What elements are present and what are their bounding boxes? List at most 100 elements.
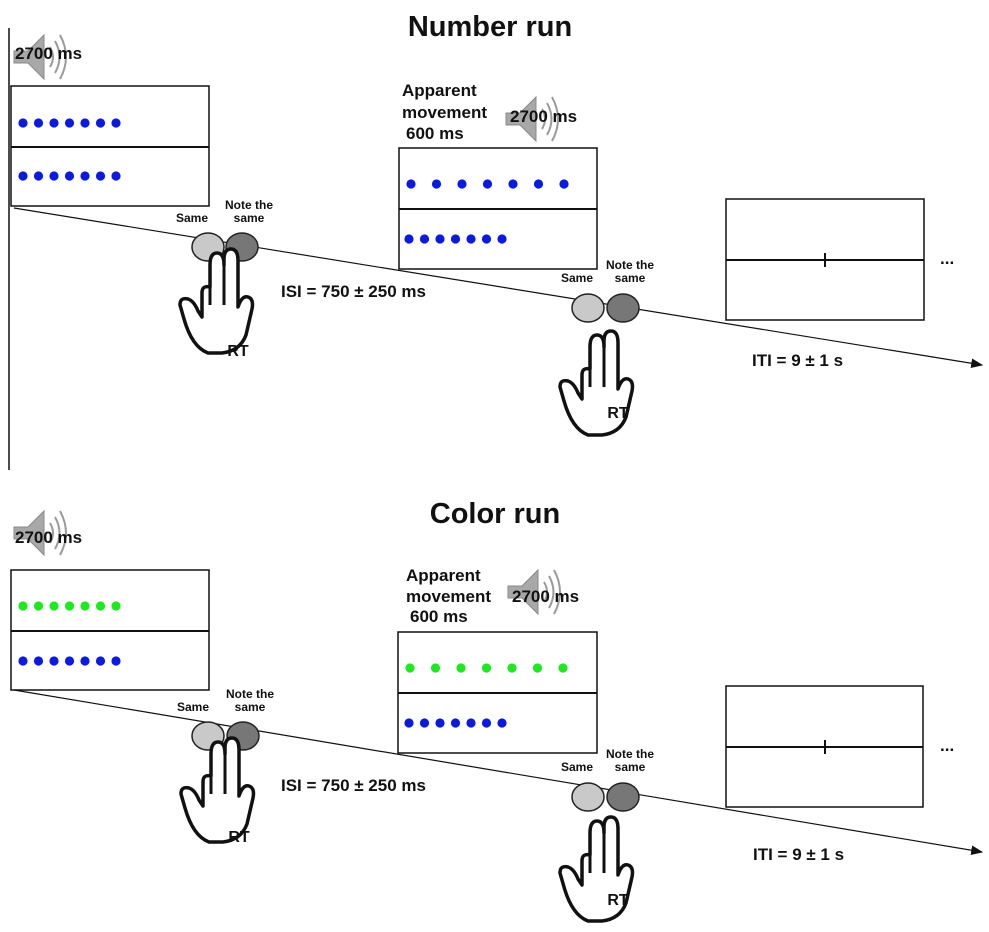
not-same-label-line1: Note the xyxy=(225,198,273,212)
stimulus-dot xyxy=(80,118,90,128)
apparent-movement-line1: Apparent xyxy=(402,81,477,100)
stimulus-dot xyxy=(481,663,492,673)
color-run: Color run 2700 ms Same Note the same RT … xyxy=(10,498,984,923)
dot-row xyxy=(404,718,507,728)
stimulus-dot xyxy=(431,179,442,189)
ellipsis: ... xyxy=(940,249,954,268)
apparent-movement-line1: Apparent xyxy=(406,566,481,585)
run-title: Number run xyxy=(408,11,572,43)
not-same-label-line1: Note the xyxy=(606,747,654,761)
sound-duration-1: 2700 ms xyxy=(15,528,82,547)
stimulus-dot xyxy=(405,663,415,673)
stimulus-dot xyxy=(466,234,476,244)
stimulus-dot xyxy=(18,601,28,611)
stimulus-dot xyxy=(435,234,445,244)
same-label: Same xyxy=(177,700,209,714)
stimulus-dot xyxy=(18,171,28,181)
stimulus-dot xyxy=(80,656,90,666)
stimulus-dot xyxy=(64,601,75,611)
not-same-label-line2: same xyxy=(234,211,265,225)
dot-row xyxy=(18,118,121,128)
ellipsis: ... xyxy=(940,736,954,755)
stimulus-box-2 xyxy=(398,147,598,270)
stimulus-dot xyxy=(497,234,507,244)
dot-row xyxy=(18,171,121,181)
stimulus-dot xyxy=(507,663,517,673)
not-same-label-line1: Note the xyxy=(606,258,654,272)
response-button-icon xyxy=(571,293,605,323)
stimulus-dot xyxy=(95,171,106,181)
stimulus-dot xyxy=(508,179,518,189)
stimulus-dot xyxy=(481,718,492,728)
stimulus-dot xyxy=(111,656,121,666)
not-same-label-line1: Note the xyxy=(226,687,274,701)
apparent-movement-line3: 600 ms xyxy=(410,607,468,626)
stimulus-dot xyxy=(481,234,492,244)
stimulus-dot xyxy=(111,601,121,611)
dot-row xyxy=(404,234,507,244)
stimulus-dot xyxy=(64,171,75,181)
rt-label: RT xyxy=(228,829,250,846)
not-same-label-line2: same xyxy=(235,700,266,714)
run-title: Color run xyxy=(430,498,561,530)
stimulus-dot xyxy=(80,171,90,181)
stimulus-dot xyxy=(406,179,416,189)
not-same-label-line2: same xyxy=(615,271,646,285)
dot-row xyxy=(18,656,121,666)
stimulus-dot xyxy=(466,718,476,728)
same-label: Same xyxy=(561,760,593,774)
iti-label: ITI = 9 ± 1 s xyxy=(752,351,843,370)
iti-label: ITI = 9 ± 1 s xyxy=(753,845,844,864)
stimulus-dot xyxy=(80,601,90,611)
apparent-movement-line3: 600 ms xyxy=(406,124,464,143)
apparent-movement-line2: movement xyxy=(402,103,487,122)
same-label: Same xyxy=(176,211,208,225)
dot-row xyxy=(405,663,568,673)
stimulus-dot xyxy=(419,718,430,728)
stimulus-dot xyxy=(49,656,59,666)
rt-label: RT xyxy=(227,343,249,360)
hand-icon xyxy=(179,736,256,844)
stimulus-dot xyxy=(111,171,121,181)
timeline-arrow xyxy=(13,689,984,855)
response-button-icon xyxy=(571,782,605,812)
stimulus-dot xyxy=(532,663,543,673)
stimulus-dot xyxy=(457,179,467,189)
stimulus-dot xyxy=(450,718,461,728)
sound-duration-2: 2700 ms xyxy=(510,107,577,126)
isi-label: ISI = 750 ± 250 ms xyxy=(281,776,426,795)
stimulus-dot xyxy=(111,118,121,128)
stimulus-box-1 xyxy=(10,85,210,207)
stimulus-dot xyxy=(404,234,414,244)
stimulus-dot xyxy=(49,171,59,181)
sound-duration-1: 2700 ms xyxy=(15,44,82,63)
apparent-movement-line2: movement xyxy=(406,587,491,606)
same-label: Same xyxy=(561,271,593,285)
rt-label: RT xyxy=(607,405,629,422)
stimulus-dot xyxy=(482,179,493,189)
stimulus-dot xyxy=(95,601,106,611)
stimulus-dot xyxy=(64,656,75,666)
stimulus-dot xyxy=(558,663,568,673)
not-same-label-line2: same xyxy=(615,760,646,774)
stimulus-box-2 xyxy=(397,631,598,754)
timeline-arrow xyxy=(13,207,984,369)
stimulus-dot xyxy=(497,718,507,728)
stimulus-dot xyxy=(95,656,106,666)
stimulus-dot xyxy=(95,118,106,128)
isi-label: ISI = 750 ± 250 ms xyxy=(281,282,426,301)
sound-duration-2: 2700 ms xyxy=(512,587,579,606)
stimulus-dot xyxy=(404,718,414,728)
hand-icon xyxy=(178,247,255,355)
fixation-box xyxy=(725,198,925,321)
stimulus-dot xyxy=(33,656,44,666)
stimulus-dot xyxy=(430,663,441,673)
dot-row xyxy=(406,179,569,189)
stimulus-dot xyxy=(33,171,44,181)
stimulus-dot xyxy=(419,234,430,244)
fixation-box xyxy=(725,685,924,808)
stimulus-dot xyxy=(49,601,59,611)
stimulus-dot xyxy=(559,179,569,189)
stimulus-dot xyxy=(450,234,461,244)
